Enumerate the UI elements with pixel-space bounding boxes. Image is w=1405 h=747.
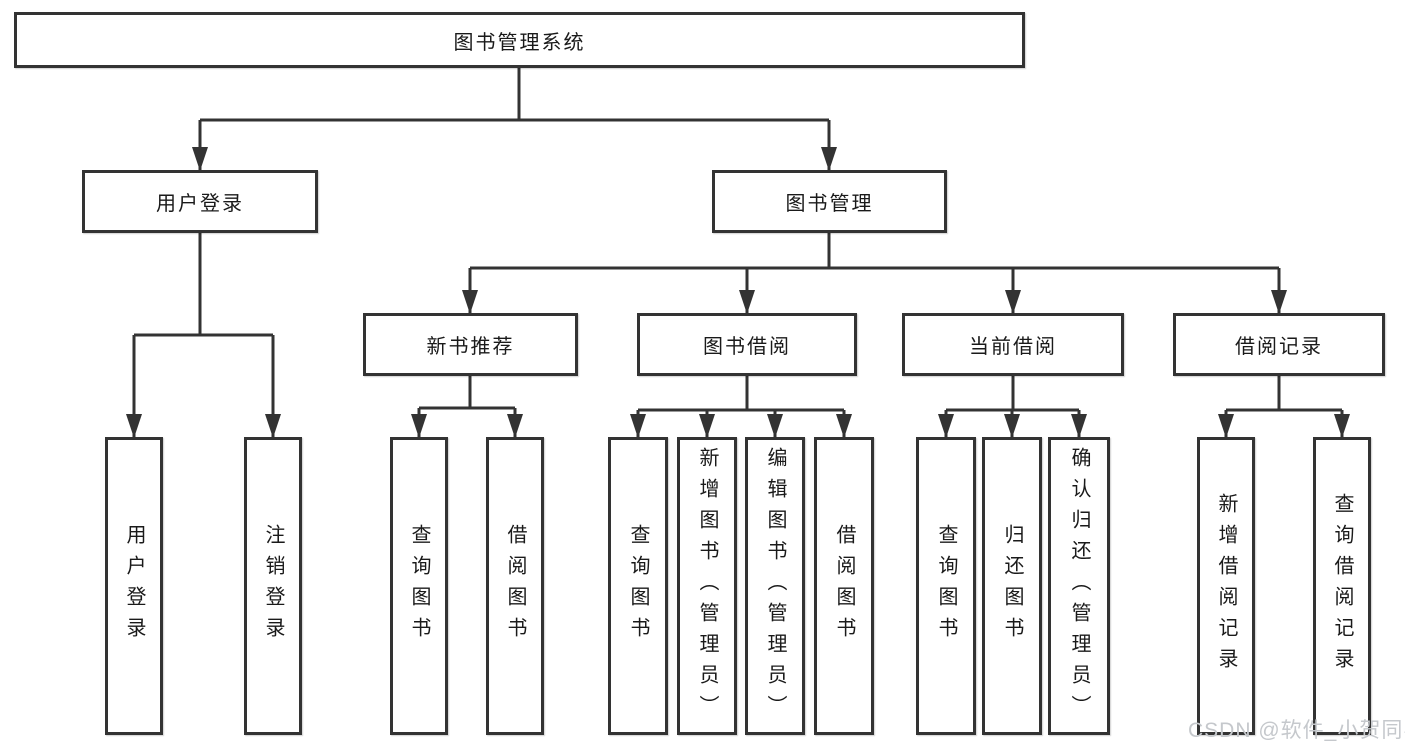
wire-current-split [946, 376, 1079, 412]
node-borrow-records: 借阅记录 [1173, 313, 1385, 376]
node-user-login: 用户登录 [82, 170, 318, 233]
leaf-return-books: 归还图书 [982, 437, 1042, 735]
leaf-logout: 注销登录 [244, 437, 302, 735]
node-book-borrowing: 图书借阅 [637, 313, 857, 376]
node-current-borrowing: 当前借阅 [902, 313, 1124, 376]
wire-user-login-split [134, 233, 273, 337]
leaf-user-login: 用户登录 [105, 437, 163, 735]
leaf-add-borrow-record: 新增借阅记录 [1197, 437, 1255, 735]
wire-book-management-split [470, 233, 1279, 270]
wire-recommendation-split [419, 376, 515, 410]
leaf-edit-book-admin: 编辑图书（管理员） [745, 437, 805, 735]
leaf-add-book-admin: 新增图书（管理员） [677, 437, 737, 735]
leaf-borrow-books-borrowing: 借阅图书 [814, 437, 874, 735]
leaf-query-books-recommend: 查询图书 [390, 437, 448, 735]
node-new-book-recommendation: 新书推荐 [363, 313, 578, 376]
wire-root-split [200, 68, 829, 122]
leaf-query-borrow-record: 查询借阅记录 [1313, 437, 1371, 735]
node-book-management: 图书管理 [712, 170, 947, 233]
wire-records-split [1226, 376, 1342, 412]
leaf-borrow-books-recommend: 借阅图书 [486, 437, 544, 735]
wire-borrowing-split [638, 376, 844, 412]
leaf-query-books-borrowing: 查询图书 [608, 437, 668, 735]
leaf-confirm-return-admin: 确认归还（管理员） [1048, 437, 1110, 735]
watermark: CSDN @软件_小贺同学 [1188, 719, 1405, 742]
leaf-query-books-current: 查询图书 [916, 437, 976, 735]
node-root: 图书管理系统 [14, 12, 1025, 68]
